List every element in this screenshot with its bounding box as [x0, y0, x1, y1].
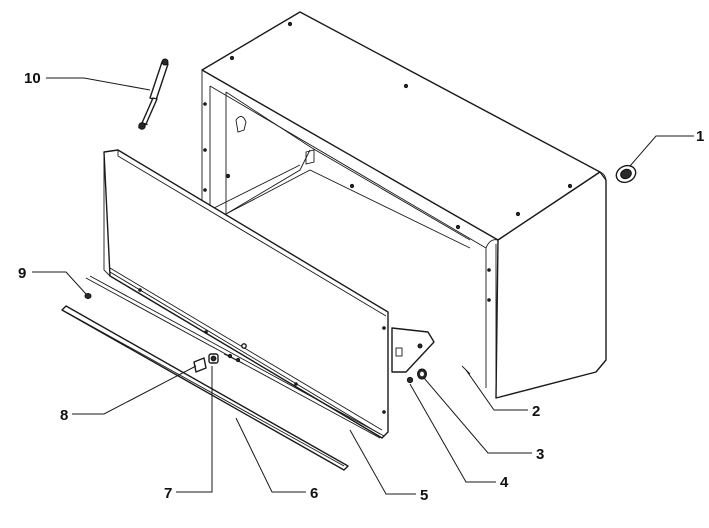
part-1-cap: [615, 164, 637, 184]
part-8-clip: [193, 353, 245, 373]
hinge-bracket: [391, 327, 435, 373]
callout-10: 10: [24, 70, 41, 87]
callout-3: 3: [536, 446, 544, 463]
callout-7: 7: [164, 485, 172, 502]
part-4-bolt: [406, 376, 414, 384]
cabinet-body: [201, 11, 607, 399]
part-9-screw: [84, 293, 92, 299]
callout-2: 2: [532, 403, 540, 420]
part-3-washer: [417, 368, 427, 380]
callout-1: 1: [696, 128, 704, 145]
callout-8: 8: [60, 407, 68, 424]
callout-5: 5: [420, 487, 428, 504]
callout-6: 6: [310, 485, 318, 502]
callout-4: 4: [500, 474, 509, 491]
door-panel: [103, 149, 389, 439]
part-6-rail: [61, 305, 349, 471]
callout-labels: 1 2 3 4 5 6 7 8 9 10: [18, 70, 704, 504]
part-10-gas-strut: [137, 58, 169, 130]
callout-9: 9: [18, 265, 26, 282]
part-7-latch: [208, 353, 219, 364]
leader-lines: [32, 77, 694, 495]
